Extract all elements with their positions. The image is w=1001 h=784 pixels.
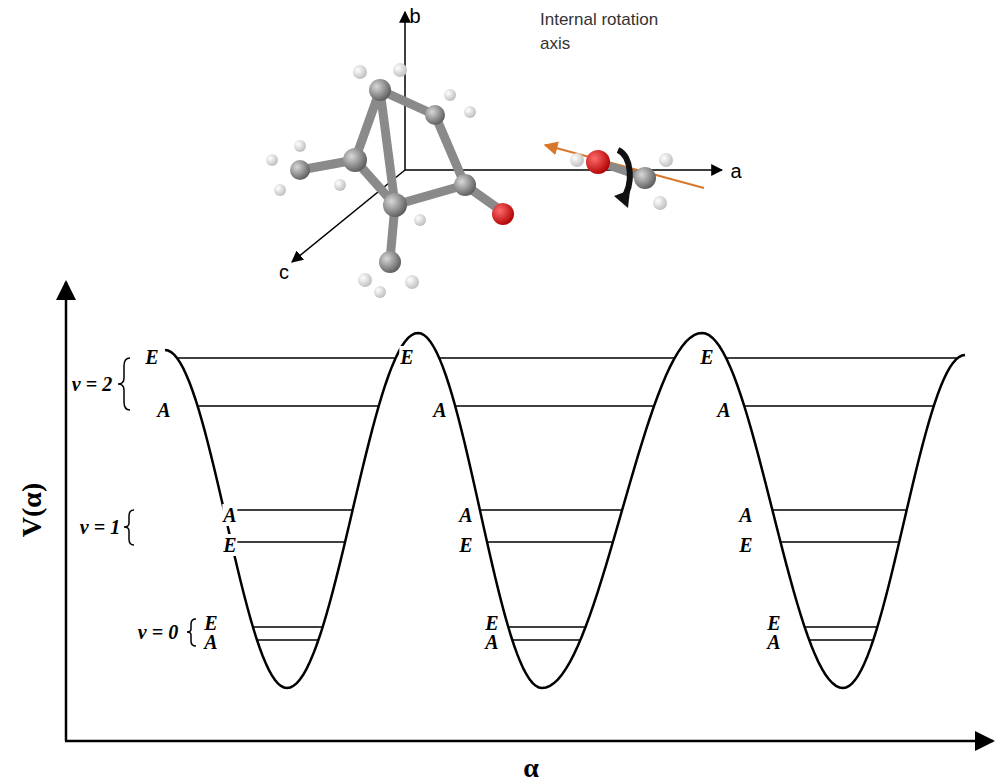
energy-level (198, 405, 379, 406)
symmetry-label: E (144, 346, 159, 368)
symmetry-label: A (716, 399, 731, 421)
potential-curve (165, 333, 965, 688)
brace (118, 358, 196, 646)
axis-label: a (730, 160, 741, 182)
energy-level (744, 405, 934, 406)
energy-level (772, 509, 906, 510)
methanol-molecule (545, 145, 704, 210)
symmetry-label: A (738, 504, 753, 526)
energy-level (257, 639, 318, 640)
energy-level (508, 626, 585, 627)
energy-level (726, 357, 958, 358)
symmetry-label: E (222, 534, 237, 556)
energy-level (439, 357, 674, 358)
x-axis-title: α (523, 753, 539, 784)
energy-level (253, 626, 323, 627)
quantum-number: v = 2 (72, 373, 112, 395)
energy-level (512, 639, 580, 640)
energy-level (480, 509, 622, 510)
energy-level (781, 541, 900, 542)
symmetry-label: A (458, 504, 473, 526)
energy-level (224, 509, 353, 510)
energy-level (231, 541, 345, 542)
symmetry-label: E (399, 346, 414, 368)
symmetry-label: A (484, 631, 499, 653)
symmetry-label: A (203, 631, 218, 653)
axis-note: Internal rotation axis (540, 8, 670, 56)
quantum-number: v = 1 (80, 516, 120, 538)
energy-level (177, 357, 396, 358)
axis-label: b (409, 5, 420, 27)
symmetry-label: A (432, 399, 447, 421)
symmetry-label: E (738, 534, 753, 556)
symmetry-label: E (699, 346, 714, 368)
y-axis-title: V(α) (17, 483, 48, 538)
energy-level (455, 405, 654, 406)
energy-level (809, 639, 873, 640)
axis-label: c (279, 261, 289, 283)
symmetry-label: E (458, 534, 473, 556)
plot-axes (65, 282, 993, 741)
symmetry-label: A (766, 631, 781, 653)
frame-axes (292, 12, 722, 262)
energy-level (805, 626, 878, 627)
ketone-molecule (266, 63, 514, 298)
quantum-number: v = 0 (138, 621, 178, 643)
symmetry-label: A (156, 399, 171, 421)
symmetry-label: A (222, 504, 237, 526)
energy-level (487, 541, 613, 542)
